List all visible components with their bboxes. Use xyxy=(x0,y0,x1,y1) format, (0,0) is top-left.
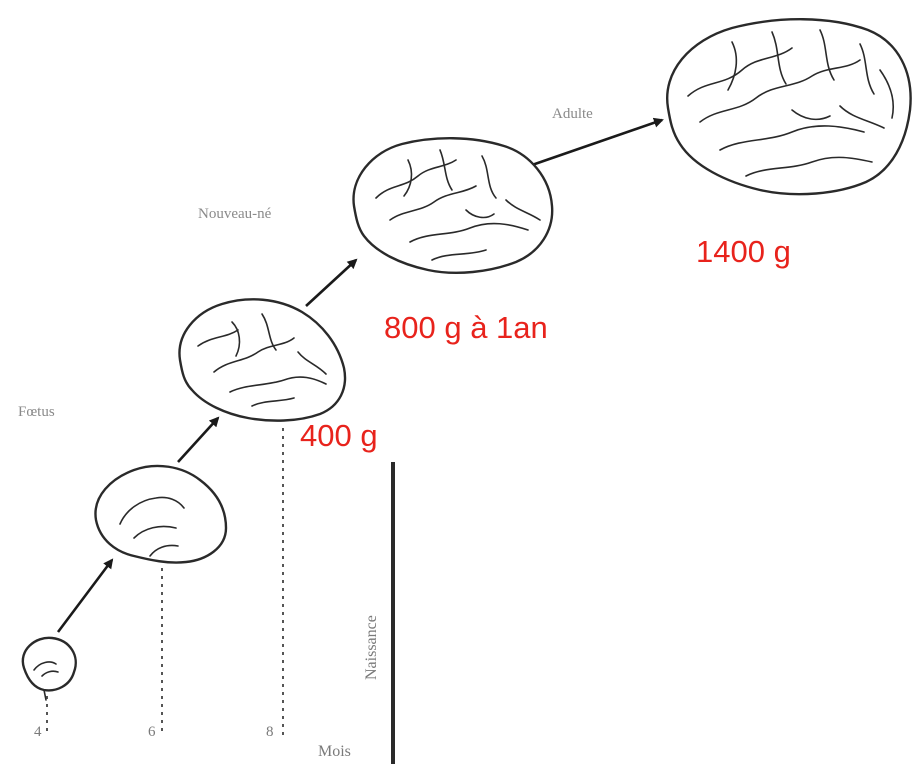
stage-label-foetus: Fœtus xyxy=(18,404,55,420)
brain-6-months-icon xyxy=(95,466,226,563)
stage-label-adulte: Adulte xyxy=(552,106,593,122)
mois-label: Mois xyxy=(318,743,351,760)
brain-8-months-icon xyxy=(179,299,345,420)
month-label-8: 8 xyxy=(266,724,274,740)
weight-label-1400: 1400 g xyxy=(696,234,791,269)
month-label-6: 6 xyxy=(148,724,156,740)
arrow-6-to-8 xyxy=(178,418,218,462)
arrow-8-to-newborn xyxy=(306,260,356,306)
brain-adult-icon xyxy=(667,19,910,194)
month-label-4: 4 xyxy=(34,724,42,740)
brain-newborn-icon xyxy=(354,138,553,273)
brain-4-months-icon xyxy=(23,638,76,700)
arrow-4-to-6 xyxy=(58,560,112,632)
weight-label-800: 800 g à 1an xyxy=(384,310,548,345)
naissance-label: Naissance xyxy=(363,615,380,680)
arrow-newborn-to-adult xyxy=(532,120,662,165)
stage-label-nouveau-ne: Nouveau-né xyxy=(198,206,272,222)
weight-label-400: 400 g xyxy=(300,418,378,453)
